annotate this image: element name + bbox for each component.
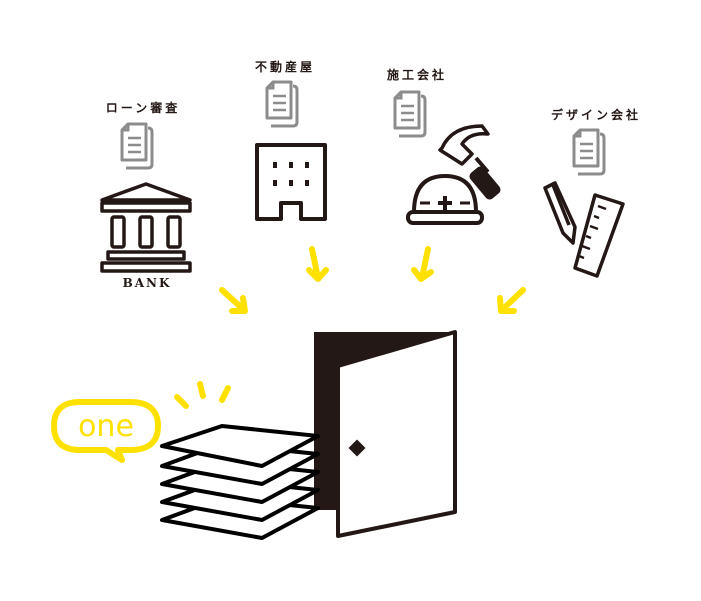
bank-icon bbox=[100, 182, 192, 273]
document-icon bbox=[572, 128, 606, 176]
document-icon bbox=[393, 90, 427, 138]
document-icon bbox=[120, 122, 154, 170]
speech-bubble-icon: one bbox=[51, 381, 231, 463]
arrow-icon bbox=[219, 246, 526, 314]
document-icon bbox=[265, 80, 299, 128]
label-loan: ローン審査 bbox=[106, 100, 180, 115]
bank-text: BANK bbox=[123, 276, 172, 290]
label-construction: 施工会社 bbox=[387, 67, 447, 82]
building-icon bbox=[255, 143, 327, 221]
helmet-icon bbox=[406, 173, 484, 225]
pencil-icon bbox=[543, 181, 577, 245]
door-icon bbox=[314, 330, 457, 538]
label-realestate: 不動産屋 bbox=[255, 59, 315, 74]
label-design: デザイン会社 bbox=[551, 107, 641, 122]
one-text: one bbox=[78, 409, 134, 444]
ruler-icon bbox=[573, 193, 625, 278]
paper-stack-icon bbox=[160, 424, 320, 540]
hammer-icon bbox=[438, 124, 501, 200]
